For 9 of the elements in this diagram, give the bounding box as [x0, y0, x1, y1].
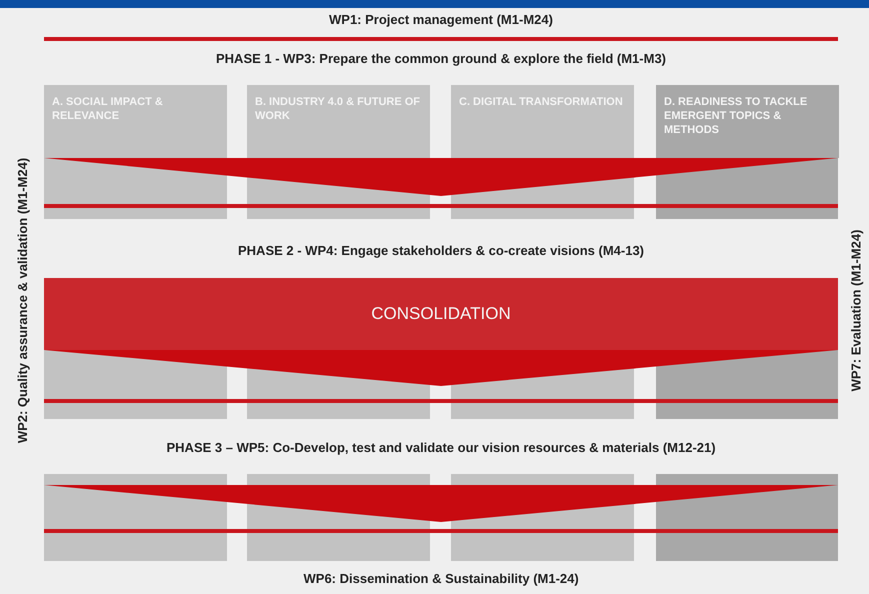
phase-heading: PHASE 1 - WP3: Prepare the common ground & explore the field (M1-M3) [216, 50, 666, 66]
consolidation-band: CONSOLIDATION [44, 278, 838, 350]
phase-heading: PHASE 3 – WP5: Co-Develop, test and validate our vision resources & materials (M12-21) [166, 440, 716, 454]
work-package-label: WP2: Quality assurance & validation (M1-M24) [14, 157, 30, 443]
work-package-label: WP6: Dissemination & Sustainability (M1-24) [304, 570, 579, 586]
phase-heading: PHASE 2 - WP4: Engage stakeholders & co-create visions (M4-13) [238, 242, 644, 258]
work-package-label: WP7: Evaluation (M1-M24) [848, 229, 864, 391]
work-package-label: WP1: Project management (M1-M24) [329, 12, 553, 26]
topic-box: D. READINESS TO TACKLE EMERGENT TOPICS & METHODS [656, 85, 839, 158]
